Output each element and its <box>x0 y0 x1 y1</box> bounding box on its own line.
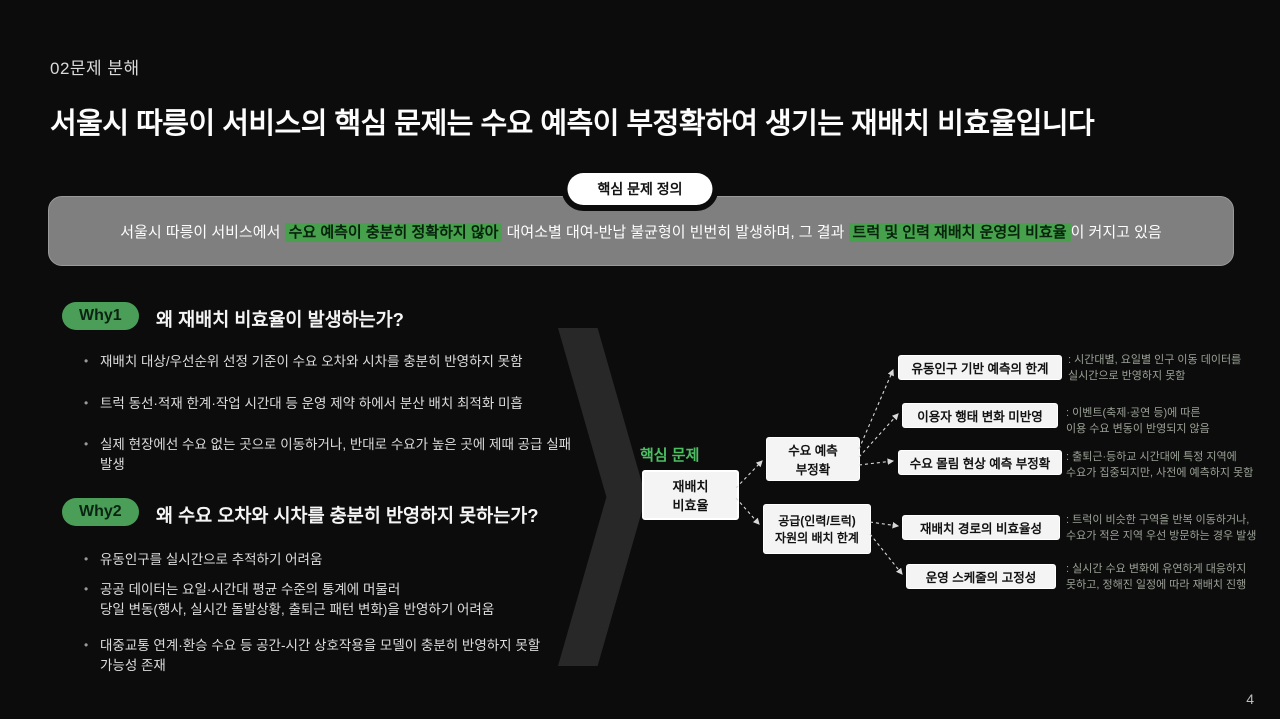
definition-badge: 핵심 문제 정의 <box>567 173 713 205</box>
definition-text-mid: 대여소별 대여-반납 불균형이 빈번히 발생하며, 그 결과 <box>502 223 849 241</box>
diagram-mid-node-demand: 수요 예측 부정확 <box>766 437 860 481</box>
diagram-mid-node-supply: 공급(인력/트럭) 자원의 배치 한계 <box>763 504 871 554</box>
diagram-note-user-behavior: : 이벤트(축제·공연 등)에 따른 이용 수요 변동이 반영되지 않음 <box>1066 407 1210 435</box>
definition-text: 서울시 따릉이 서비스에서 수요 예측이 충분히 정확하지 않아 대여소별 대여… <box>120 221 1162 242</box>
definition-highlight-1: 수요 예측이 충분히 정확하지 않아 <box>284 222 503 242</box>
diagram-note-route-inefficiency: : 트럭이 비슷한 구역을 반복 이동하거나, 수요가 적은 지역 우선 방문하… <box>1066 514 1257 542</box>
why1-bullet-3: 실제 현장에선 수요 없는 곳으로 이동하거나, 반대로 수요가 높은 곳에 제… <box>84 435 600 476</box>
why1-bullet-2: 트럭 동선·적재 한계·작업 시간대 등 운영 제약 하에서 분산 배치 최적화… <box>84 394 600 414</box>
why1-question: 왜 재배치 비효율이 발생하는가? <box>156 309 404 330</box>
definition-text-post: 이 커지고 있음 <box>1070 223 1162 241</box>
page-number: 4 <box>1246 691 1254 707</box>
diagram-leaf-demand-surge: 수요 몰림 현상 예측 부정확 <box>898 450 1062 475</box>
definition-text-pre: 서울시 따릉이 서비스에서 <box>120 223 285 241</box>
diagram-leaf-user-behavior: 이용자 행태 변화 미반영 <box>902 403 1058 428</box>
diagram-leaf-route-inefficiency: 재배치 경로의 비효율성 <box>902 515 1060 540</box>
why1-badge: Why1 <box>62 302 139 330</box>
diagram-leaf-fixed-schedule: 운영 스케줄의 고정성 <box>906 564 1056 589</box>
why2-badge: Why2 <box>62 498 139 526</box>
diagram-root-node: 재배치 비효율 <box>642 470 739 520</box>
definition-box: 서울시 따릉이 서비스에서 수요 예측이 충분히 정확하지 않아 대여소별 대여… <box>48 196 1234 266</box>
page-title: 서울시 따릉이 서비스의 핵심 문제는 수요 예측이 부정확하여 생기는 재배치… <box>50 108 1095 140</box>
diagram-note-demand-surge: : 출퇴근·등하교 시간대에 특정 지역에 수요가 집중되지만, 사전에 예측하… <box>1066 451 1254 479</box>
diagram-leaf-floating-population: 유동인구 기반 예측의 한계 <box>898 355 1062 380</box>
why2-bullet-3: 대중교통 연계·환승 수요 등 공간-시간 상호작용을 모델이 충분히 반영하지… <box>84 636 600 677</box>
why2-bullet-2: 공공 데이터는 요일·시간대 평균 수준의 통계에 머물러 당일 변동(행사, … <box>84 580 600 621</box>
diagram-note-fixed-schedule: : 실시간 수요 변화에 유연하게 대응하지 못하고, 정해진 일정에 따라 재… <box>1066 563 1247 591</box>
definition-highlight-2: 트럭 및 인력 재배치 운영의 비효율 <box>848 222 1071 242</box>
diagram-root-label: 핵심 문제 <box>640 447 700 464</box>
why1-bullet-1: 재배치 대상/우선순위 선정 기준이 수요 오차와 시차를 충분히 반영하지 못… <box>84 352 600 372</box>
section-kicker: 02문제 분해 <box>50 59 140 78</box>
why2-bullet-1: 유동인구를 실시간으로 추적하기 어려움 <box>84 550 600 570</box>
why2-question: 왜 수요 오차와 시차를 충분히 반영하지 못하는가? <box>156 505 539 526</box>
diagram-note-floating-population: : 시간대별, 요일별 인구 이동 데이터를 실시간으로 반영하지 못함 <box>1068 354 1242 382</box>
